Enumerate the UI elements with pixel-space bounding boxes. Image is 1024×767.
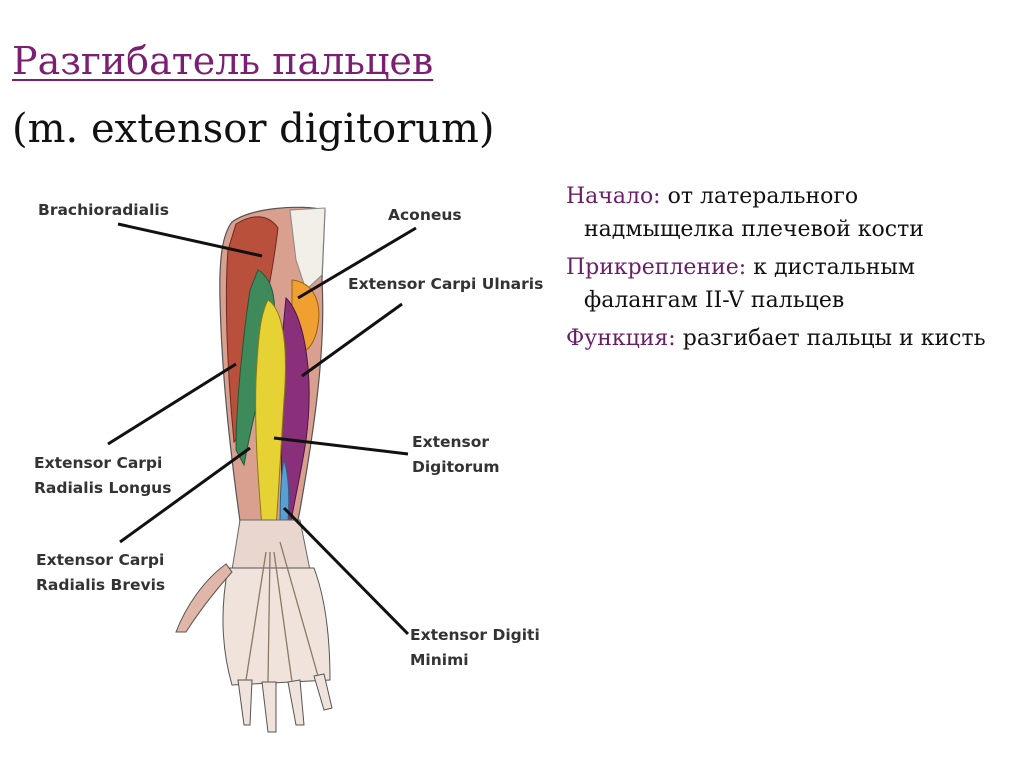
label-aconeus: Aconeus <box>388 206 462 224</box>
leader-edm <box>282 506 410 636</box>
humerus-epicondyle <box>289 207 326 291</box>
insertion-row: Прикрепление: к дистальным фалангам II-V… <box>566 251 1024 317</box>
muscle-info: Начало: от латерального надмыщелка плече… <box>566 180 1024 360</box>
label-brachioradialis: Brachioradialis <box>38 201 169 219</box>
leader-ecu <box>301 302 403 378</box>
label-extensor-digiti-minimi: Extensor Digiti Minimi <box>410 626 540 669</box>
slide-subtitle: (m. extensor digitorum) <box>12 106 495 152</box>
thumb <box>175 563 233 633</box>
origin-text-1: от латерального <box>667 184 859 209</box>
label-extensor-carpi-radialis-longus: Extensor Carpi Radialis Longus <box>34 454 172 497</box>
function-label: Функция: <box>566 326 676 351</box>
leader-brachioradialis <box>117 222 263 258</box>
insertion-text-1: к дистальным <box>753 255 916 280</box>
finger-ring <box>287 679 305 726</box>
leader-lines <box>107 222 417 636</box>
origin-label: Начало: <box>566 184 661 209</box>
leader-ecrl <box>107 362 237 446</box>
origin-row: Начало: от латерального надмыщелка плече… <box>566 180 1024 246</box>
label-extensor-carpi-ulnaris: Extensor Carpi Ulnaris <box>348 275 544 293</box>
leader-aconeus <box>297 226 417 300</box>
slide-title: Разгибатель пальцев <box>12 39 434 83</box>
hand <box>222 567 331 686</box>
label-extensor-digitorum: Extensor Digitorum <box>412 433 500 476</box>
wrist <box>231 519 311 571</box>
leader-extensor-digitorum <box>273 436 409 456</box>
extensor-tendons <box>245 541 319 683</box>
forearm-illustration <box>107 206 417 733</box>
insertion-label: Прикрепление: <box>566 255 747 280</box>
function-text: разгибает пальцы и кисть <box>682 326 986 351</box>
forearm-diagram: Brachioradialis Aconeus Extensor Carpi U… <box>0 180 560 740</box>
finger-middle <box>261 681 277 733</box>
insertion-text-2: фалангам II-V пальцев <box>584 288 845 313</box>
leader-ecrb <box>119 446 251 544</box>
finger-little <box>313 673 333 711</box>
finger-index <box>237 679 253 726</box>
label-extensor-carpi-radialis-brevis: Extensor Carpi Radialis Brevis <box>36 551 166 594</box>
function-row: Функция: разгибает пальцы и кисть <box>566 322 1024 355</box>
origin-text-2: надмыщелка плечевой кости <box>584 217 924 242</box>
